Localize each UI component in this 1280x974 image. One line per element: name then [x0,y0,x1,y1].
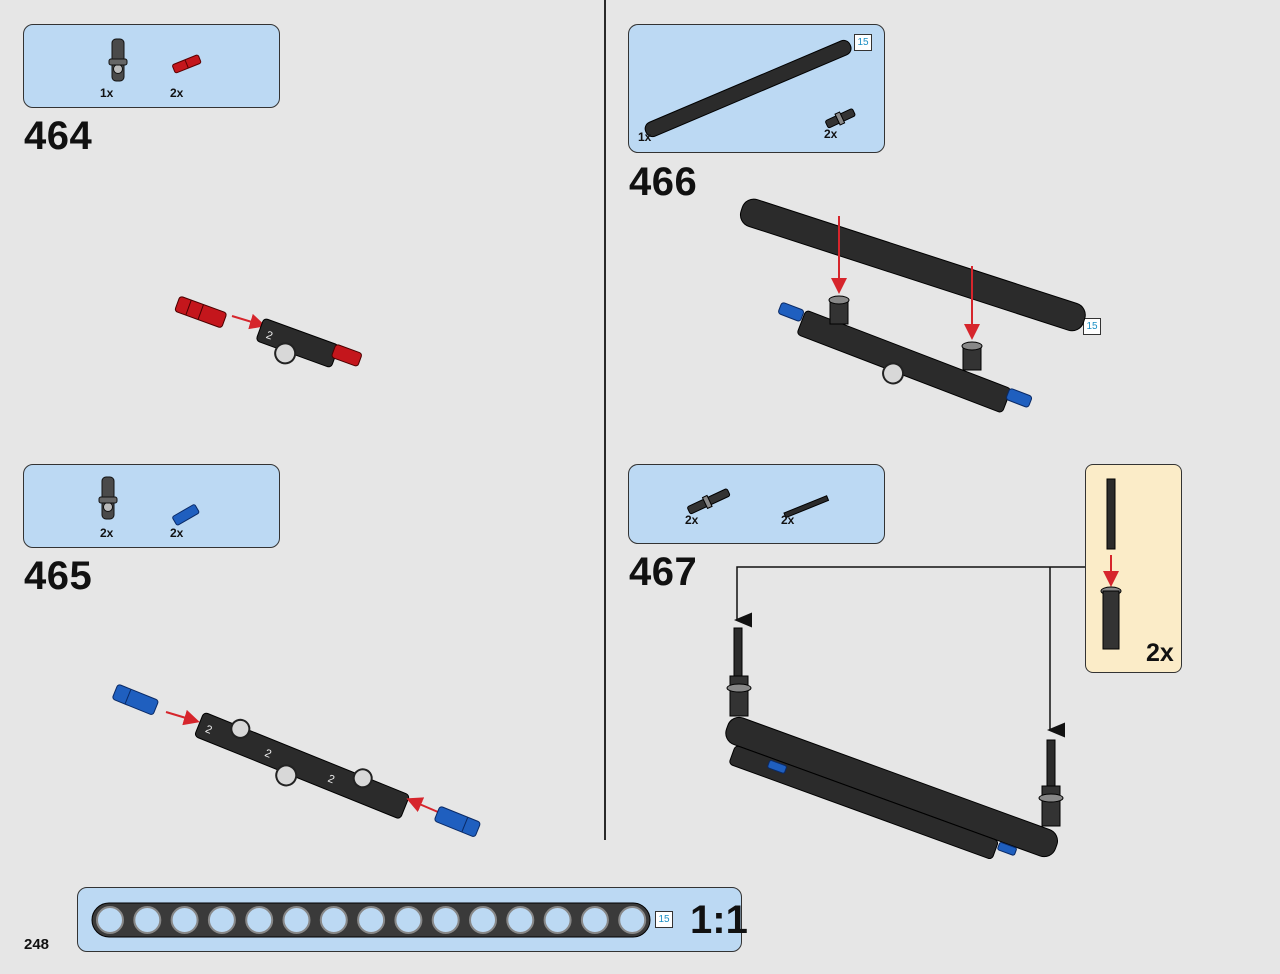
ruler-hole [207,906,236,934]
ruler-hole [618,906,647,934]
part-qty: 1x [638,130,652,144]
final-beam-assembly [725,716,1059,860]
ruler-hole [506,906,535,934]
ruler-hole [431,906,460,934]
connector-chain-assembly: 2 2 2 [194,712,410,819]
scale-label: 1:1 [690,898,748,942]
scale-ruler-box: 15 1:1 [77,887,748,952]
connector-part-icon [108,38,128,82]
svg-text:2: 2 [204,723,214,736]
bush-pin-left [828,295,850,325]
axle-shape [1106,478,1116,550]
part-qty: 2x [824,127,838,141]
svg-text:2: 2 [326,773,336,786]
blue-pin-end [778,302,805,322]
ruler-hole [245,906,274,934]
page-number: 248 [24,936,50,953]
blue-pin-end [1006,388,1033,408]
ruler-hole [469,906,497,934]
ruler-hole [133,906,162,934]
step-number-464: 464 [24,114,93,158]
part-qty: 2x [170,526,184,540]
ruler-hole [543,906,572,934]
length-tag: 15 [1083,318,1101,335]
parts-list-464: 1x 2x [23,24,280,108]
svg-text:2: 2 [264,329,274,342]
parts-list-465: 2x 2x [23,464,280,548]
parts-list-464-art [108,38,202,82]
sub-assembly-callout: 2x [1085,464,1182,673]
pin-left [729,675,749,717]
blue-pin-end [997,842,1017,856]
ruler-hole [319,906,348,934]
axle-left [733,627,743,681]
page-divider [604,0,606,840]
ruler-hole [282,906,311,934]
part-qty: 1x [100,86,114,100]
svg-text:2: 2 [263,747,273,760]
red-pin-part-icon [172,54,202,74]
callout-qty: 2x [1146,639,1174,667]
pin-bush-part-icon [825,108,856,129]
assembly-arrow [406,797,439,813]
pin-axle-part-icon [687,488,731,515]
red-axle-pin-left [174,296,227,328]
part-qty: 2x [685,513,699,527]
assembly-arrow [231,313,266,330]
pin-right [1041,785,1061,827]
part-qty: 2x [781,513,795,527]
axle-part-icon [783,495,830,519]
ruler-holes [96,906,647,934]
blue-axle-pin-right [434,806,481,837]
callout-art [1100,478,1122,650]
ruler-hole [96,906,124,934]
blue-pin-end [767,760,787,774]
ruler-hole [580,906,609,934]
parts-list-466-art [644,39,856,138]
axle-right [1046,739,1056,791]
step-number-466: 466 [629,160,698,204]
parts-list-467: 2x 2x [628,464,885,544]
blue-pin-part-icon [172,504,200,526]
ruler-hole [357,906,386,934]
parts-list-467-art [687,488,830,519]
step-number-465: 465 [24,554,93,598]
ruler-hole [170,906,199,934]
assembly-arrow [165,709,200,726]
liftarm-part-icon [644,39,852,138]
bush-pin-right [961,341,983,371]
liftarm-15-beam [739,198,1086,332]
part-qty: 2x [100,526,114,540]
connector-chain-with-pins [797,310,1011,413]
length-tag: 15 [655,911,673,928]
scale-ruler-art [91,902,651,938]
red-axle-pin-right [331,344,362,367]
blue-axle-pin-left [112,684,159,715]
part-qty: 2x [170,86,184,100]
connector-part-icon [98,476,118,520]
pin-shape [1102,590,1120,650]
parts-list-465-art [98,476,200,526]
ruler-hole [394,906,423,934]
parts-list-466: 15 1x 2x [628,24,885,153]
step-number-467: 467 [629,550,698,594]
length-tag: 15 [854,34,872,51]
placement-arrow [734,566,1085,628]
